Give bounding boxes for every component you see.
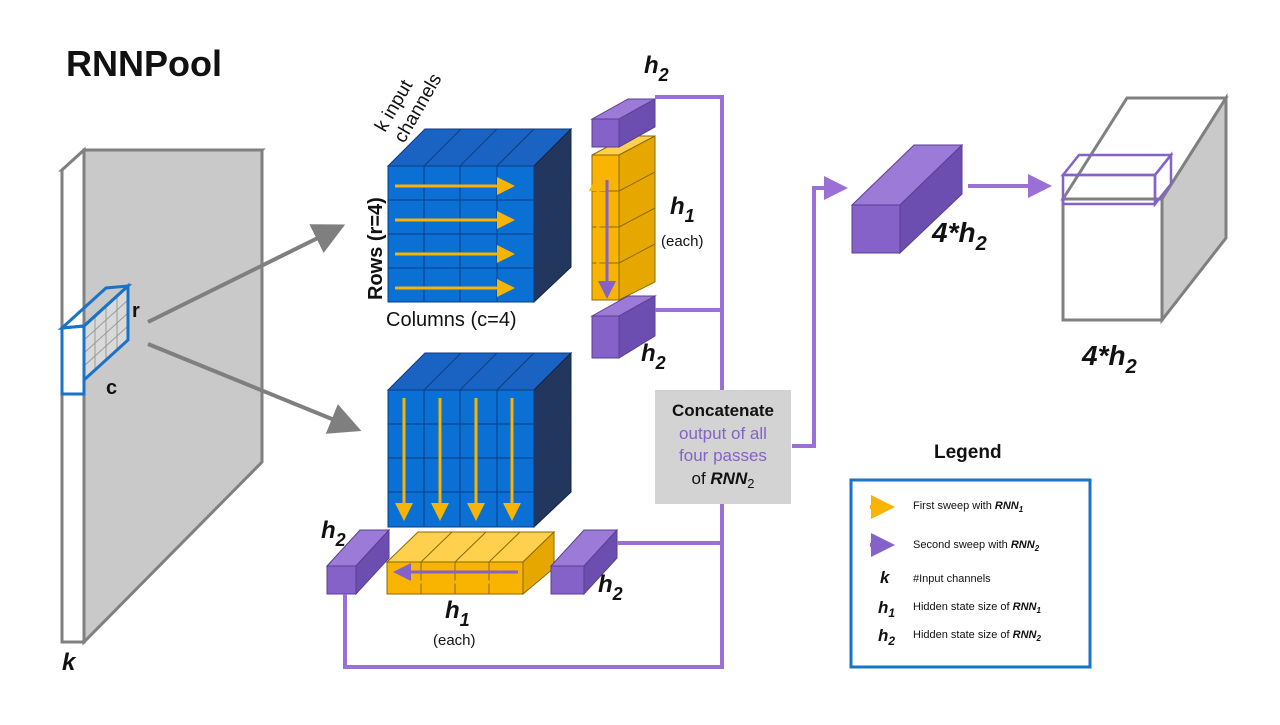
lower-h1-each: (each) bbox=[433, 632, 476, 649]
label-rows: Rows (r=4) bbox=[365, 197, 387, 300]
lower-right-h2-block bbox=[549, 528, 619, 596]
lower-left-h2-label: h2 bbox=[321, 517, 346, 550]
concat-line4: of RNN2 bbox=[692, 469, 755, 491]
upper-top-h2-label: h2 bbox=[644, 52, 669, 85]
mid-output-label: 4*h2 bbox=[931, 217, 987, 255]
svg-text:Hidden state size of RNN1: Hidden state size of RNN1 bbox=[913, 601, 1042, 615]
svg-text:#Input channels: #Input channels bbox=[913, 573, 991, 585]
upper-h1-label: h1 (each) bbox=[661, 193, 704, 250]
upper-bottom-h2-block bbox=[590, 295, 657, 359]
concat-line1: Concatenate bbox=[672, 401, 774, 420]
label-k: k bbox=[62, 649, 77, 676]
svg-text:Second sweep with RNN2: Second sweep with RNN2 bbox=[913, 539, 1040, 553]
svg-text:k: k bbox=[880, 568, 891, 587]
output-slice-highlight bbox=[1060, 151, 1174, 208]
lower-h1-row bbox=[385, 530, 556, 596]
legend-item-h2: h2 Hidden state size of RNN2 bbox=[878, 626, 1042, 648]
legend-item-h1: h1 Hidden state size of RNN1 bbox=[878, 598, 1042, 620]
lower-gray-arrow bbox=[147, 342, 362, 434]
lower-h1-label: h1 bbox=[445, 597, 470, 630]
legend-item-second-sweep: Second sweep with RNN2 bbox=[870, 533, 1040, 557]
concatenated-output-block bbox=[850, 143, 964, 255]
concatenate-box: Concatenate output of all four passes of… bbox=[655, 390, 791, 504]
output-volume bbox=[1060, 92, 1229, 325]
svg-text:h1: h1 bbox=[878, 598, 895, 620]
lower-left-h2-block bbox=[325, 528, 391, 596]
concat-line2: output of all bbox=[679, 424, 767, 443]
upper-h1-stack bbox=[591, 135, 656, 301]
upper-gray-arrow bbox=[147, 224, 346, 324]
upper-cube-row-sweep bbox=[386, 127, 573, 304]
legend-item-first-sweep: First sweep with RNN1 bbox=[870, 495, 1024, 519]
svg-text:h1: h1 bbox=[670, 193, 695, 226]
lower-cube-column-sweep bbox=[386, 351, 573, 529]
svg-text:First sweep with RNN1: First sweep with RNN1 bbox=[913, 500, 1024, 514]
lower-right-h2-label: h2 bbox=[598, 571, 623, 604]
legend-title: Legend bbox=[934, 442, 1002, 463]
concat-connector-lines bbox=[343, 95, 848, 669]
svg-text:Hidden state size of RNN2: Hidden state size of RNN2 bbox=[913, 629, 1042, 643]
upper-top-h2-block bbox=[590, 98, 657, 148]
diagram-title: RNNPool bbox=[66, 43, 222, 84]
upper-bottom-h2-label: h2 bbox=[641, 340, 666, 373]
legend-item-k: k #Input channels bbox=[880, 568, 991, 587]
concat-line3: four passes bbox=[679, 446, 767, 465]
label-r: r bbox=[132, 300, 140, 322]
upper-h1-each: (each) bbox=[661, 233, 704, 250]
label-c: c bbox=[106, 377, 117, 399]
input-feature-map bbox=[57, 146, 266, 646]
label-columns: Columns (c=4) bbox=[386, 309, 517, 331]
input-patch-highlight bbox=[57, 282, 133, 396]
svg-text:h2: h2 bbox=[878, 626, 895, 648]
final-output-label: 4*h2 bbox=[1081, 340, 1137, 378]
